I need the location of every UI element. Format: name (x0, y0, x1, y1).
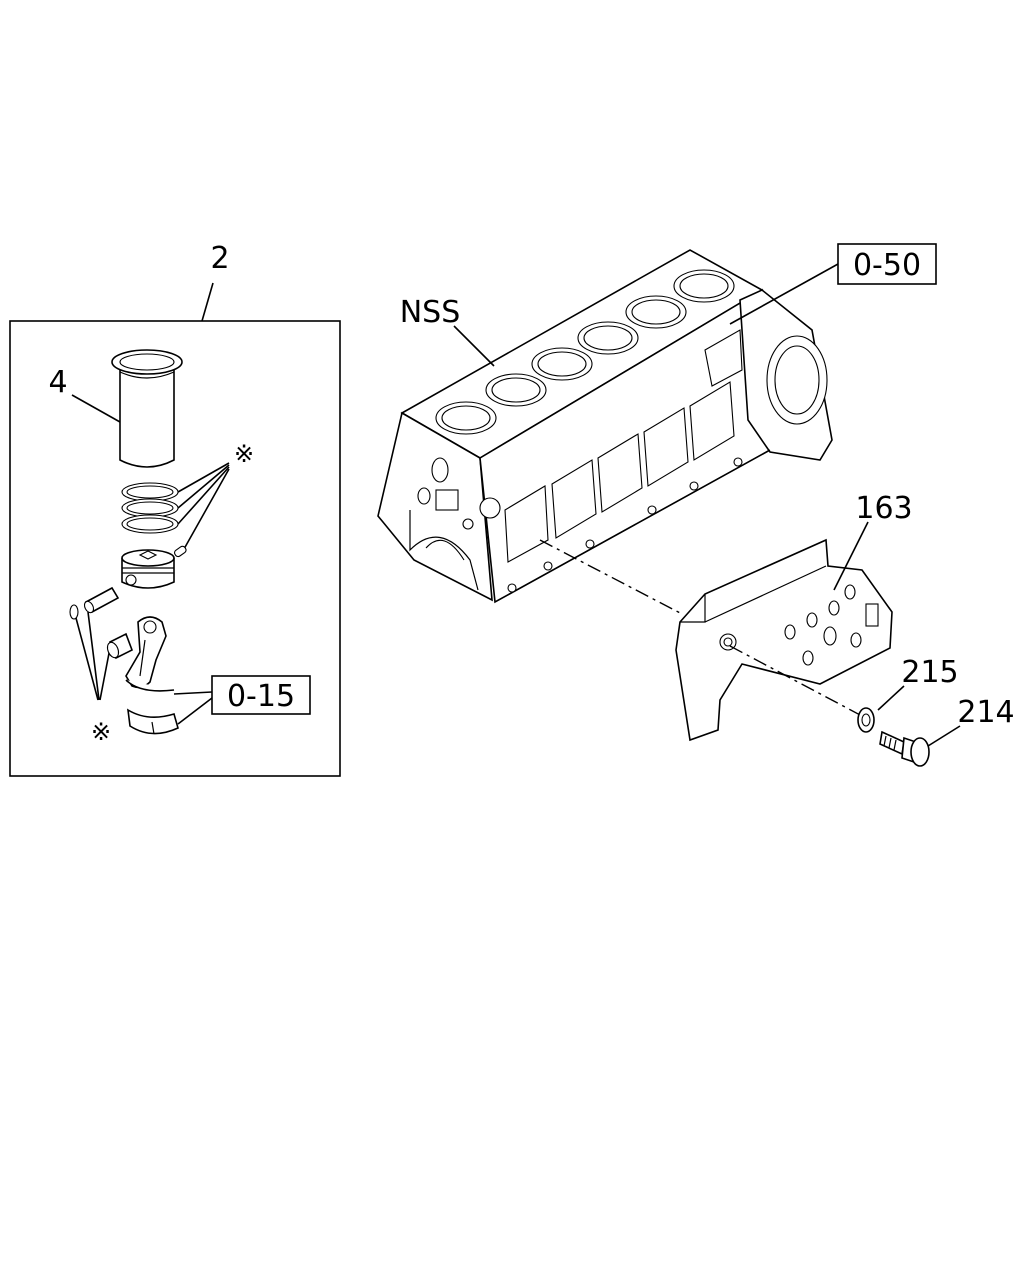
ref-0-15-label: 0-15 (227, 679, 295, 714)
alignment-line-bolt (729, 645, 863, 717)
leader-163 (833, 521, 869, 591)
callout-215[interactable]: 215 (901, 655, 958, 690)
ref-0-50-label: 0-50 (853, 248, 921, 283)
leader-4 (71, 394, 121, 423)
leader-asterisk-upper (177, 462, 230, 550)
leader-0-15-b (177, 697, 213, 725)
callout-163[interactable]: 163 (855, 491, 912, 526)
callout-214[interactable]: 214 (957, 695, 1014, 730)
connecting-rod[interactable] (125, 616, 175, 692)
ref-box-0-15[interactable]: 0-15 (211, 675, 311, 715)
small-end-bush[interactable] (105, 632, 134, 660)
callout-4[interactable]: 4 (48, 365, 67, 400)
leader-214 (927, 725, 961, 747)
asterisk-mark-upper: ※ (234, 440, 254, 468)
leader-0-50 (729, 263, 839, 325)
cylinder-liner[interactable] (111, 349, 183, 468)
snap-ring[interactable] (173, 545, 187, 558)
leader-asterisk-lower (75, 611, 111, 701)
callout-nss[interactable]: NSS (400, 295, 461, 330)
stiffener-plate[interactable] (675, 538, 893, 742)
bearing-cap[interactable] (127, 708, 179, 735)
leader-nss (453, 325, 495, 367)
cylinder-block[interactable] (377, 249, 833, 604)
piston[interactable] (121, 549, 175, 589)
asterisk-mark-lower: ※ (91, 718, 111, 746)
circlip[interactable] (69, 604, 79, 620)
bolt[interactable] (879, 730, 930, 767)
piston-pin[interactable] (83, 586, 120, 614)
callout-2[interactable]: 2 (210, 241, 229, 276)
piston-kit-frame (9, 282, 341, 777)
leader-0-15-a (173, 691, 213, 695)
washer[interactable] (857, 707, 875, 733)
ref-box-0-50[interactable]: 0-50 (837, 243, 937, 285)
piston-rings[interactable] (121, 482, 179, 534)
leader-215 (877, 685, 905, 711)
